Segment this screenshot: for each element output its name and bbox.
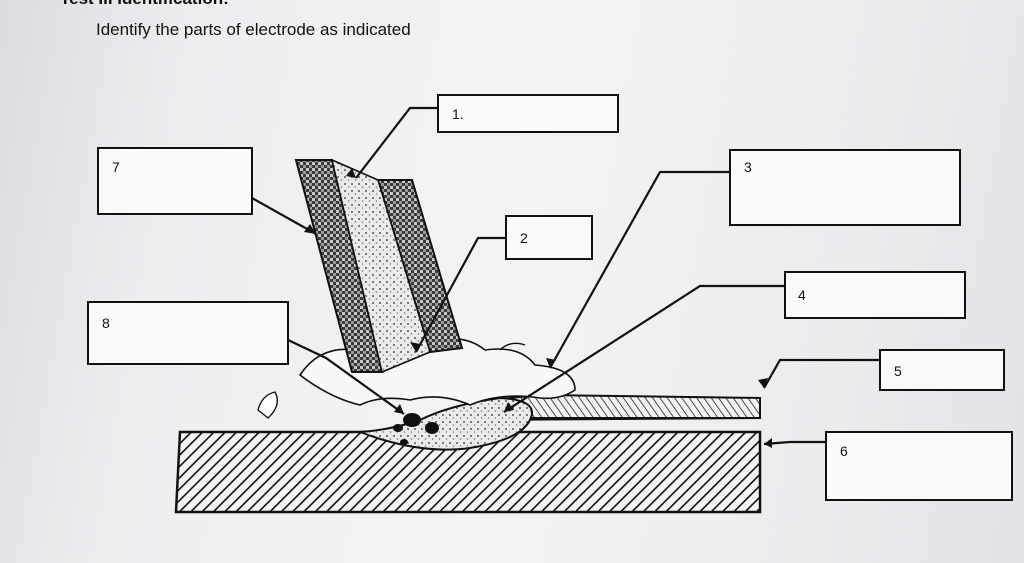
arrowhead-8 [394,404,404,414]
label-box-4[interactable]: 4 [784,271,966,319]
leader-8 [287,339,405,415]
label-number-5: 5 [894,363,902,379]
label-number-1: 1. [452,106,464,122]
label-number-2: 2 [520,230,528,246]
label-number-6: 6 [840,443,848,459]
arrowhead-2 [410,342,420,352]
leader-5 [763,358,880,389]
electrode-coating [294,159,464,373]
arrowhead-6 [764,438,772,448]
leader-7 [251,197,317,235]
arrowheads [304,168,772,448]
leader-4 [503,284,785,413]
leader-1 [355,106,438,179]
label-box-7[interactable]: 7 [97,147,253,215]
instruction-text: Identify the parts of electrode as indic… [96,20,411,39]
label-box-5[interactable]: 5 [879,349,1005,391]
label-box-8[interactable]: 8 [87,301,289,365]
label-box-6[interactable]: 6 [825,431,1013,501]
electrode-core-wire [330,158,431,374]
leader-6 [763,440,826,446]
arrowhead-7 [304,224,316,234]
label-box-3[interactable]: 3 [729,149,961,226]
leader-2 [415,236,506,353]
metal-droplets [393,413,439,445]
arrowhead-1 [346,168,356,178]
leader-3 [549,170,730,369]
arrowhead-5 [758,378,768,388]
base-metal [174,430,762,514]
arrowhead-4 [504,402,514,412]
label-number-7: 7 [112,159,120,175]
label-number-8: 8 [102,315,110,331]
label-box-2[interactable]: 2 [505,215,593,260]
label-number-3: 3 [744,159,752,175]
label-box-1[interactable]: 1. [437,94,619,133]
leader-lines [251,106,880,446]
section-title: Test III Identification: [60,0,229,9]
arrowhead-3 [546,358,556,368]
label-number-4: 4 [798,287,806,303]
